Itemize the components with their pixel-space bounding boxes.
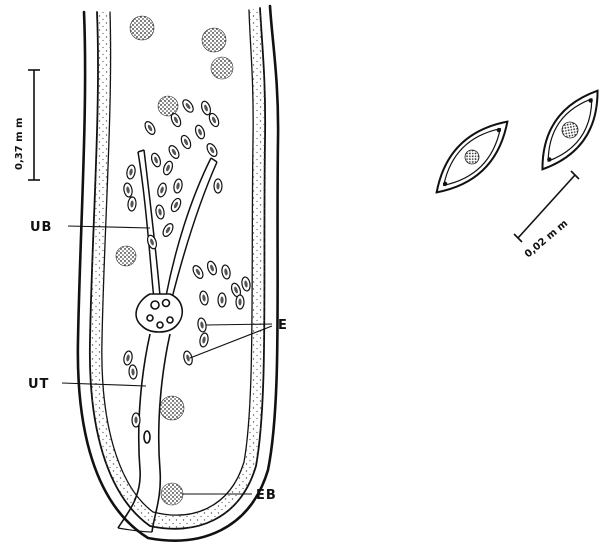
egg	[150, 152, 162, 168]
body-scale-label: 0,37 m m	[14, 118, 25, 170]
body-scale-bar	[28, 70, 40, 180]
egg	[199, 332, 209, 347]
label-eb: EB	[256, 488, 277, 503]
egg	[179, 134, 192, 150]
egg	[128, 365, 137, 380]
egg	[182, 350, 193, 366]
middle-cuticle	[90, 8, 265, 529]
egg	[169, 197, 182, 213]
egg	[197, 317, 207, 332]
egg	[156, 182, 167, 198]
embryo-ball	[116, 246, 136, 266]
embryo-ball	[161, 483, 183, 505]
egg-detail-2	[529, 81, 609, 179]
egg	[161, 222, 175, 238]
stippled-layer-left	[90, 12, 153, 526]
uterine-junction	[136, 294, 182, 332]
egg	[181, 98, 196, 114]
egg	[143, 120, 157, 136]
egg	[218, 293, 226, 307]
label-ut: UT	[28, 377, 49, 392]
ut-leader	[62, 383, 146, 386]
egg	[155, 204, 165, 219]
label-ub: UB	[30, 220, 52, 235]
uterine-bulb	[138, 150, 217, 300]
egg	[214, 179, 222, 193]
egg	[241, 276, 251, 291]
egg	[123, 182, 133, 197]
egg	[123, 350, 133, 365]
embryo-ball	[160, 396, 184, 420]
egg	[146, 234, 158, 250]
egg	[162, 160, 174, 176]
egg	[206, 260, 218, 276]
egg	[191, 264, 205, 280]
egg	[200, 100, 212, 116]
embryo-ball	[202, 28, 226, 52]
egg	[126, 164, 136, 179]
egg-detail-1	[425, 110, 520, 205]
egg	[132, 413, 140, 427]
egg	[127, 197, 136, 212]
embryo-ball	[211, 57, 233, 79]
label-e: E	[278, 318, 288, 333]
embryo-ball	[130, 16, 154, 40]
egg	[199, 290, 209, 305]
embryo-ball	[158, 96, 178, 116]
egg	[173, 178, 183, 193]
egg	[167, 144, 181, 160]
egg	[221, 264, 231, 279]
egg	[205, 142, 219, 158]
egg	[194, 124, 206, 140]
egg	[236, 295, 244, 309]
